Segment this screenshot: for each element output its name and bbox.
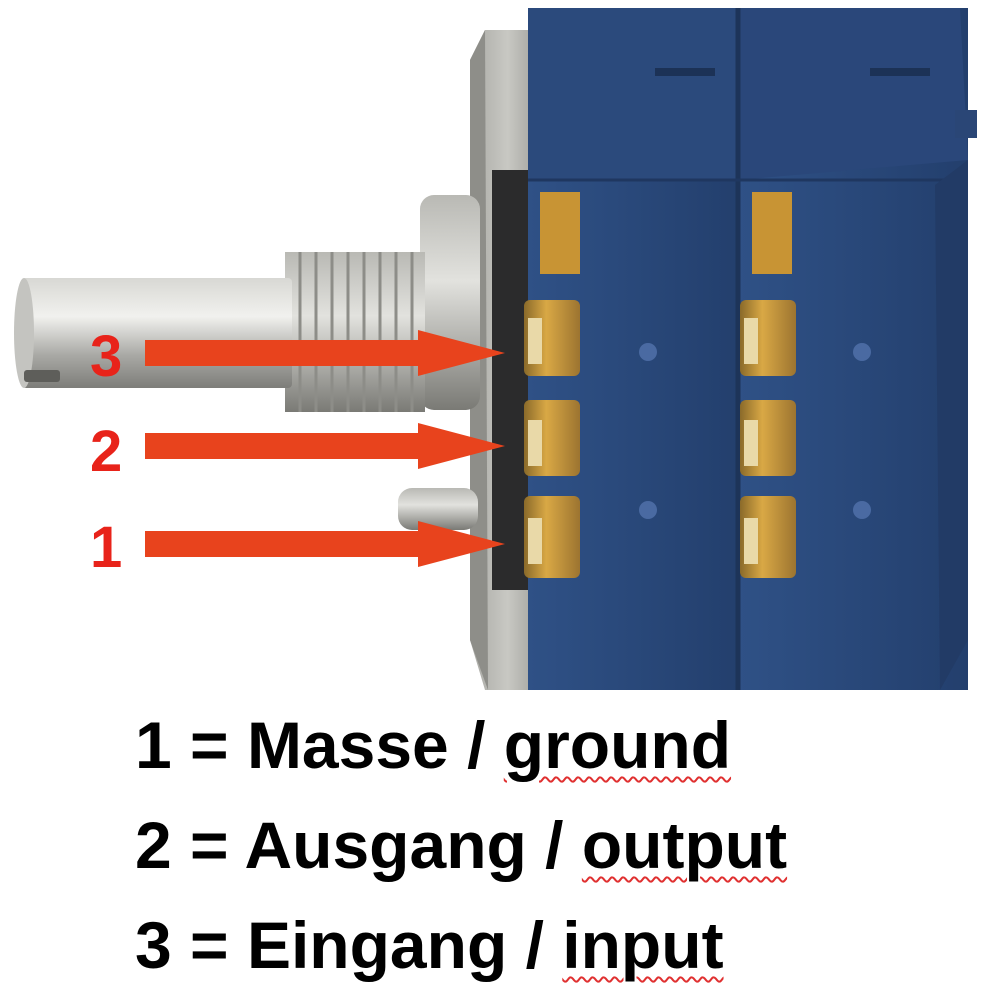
legend-english: input — [562, 908, 724, 982]
legend-english: output — [581, 808, 788, 882]
legend-line-2: 2 = Ausgang / output — [135, 812, 787, 878]
legend-separator: / — [507, 908, 563, 982]
legend-separator: / — [526, 808, 582, 882]
terminal-pins-left — [524, 192, 580, 578]
potentiometer-photo — [14, 8, 977, 690]
arrow-pin-2 — [145, 423, 505, 469]
shaft — [14, 278, 292, 388]
legend-number: 3 — [135, 908, 172, 982]
legend-equals: = — [171, 708, 247, 782]
legend-separator: / — [448, 708, 504, 782]
pin-label-3: 3 — [90, 324, 123, 389]
legend-line-3: 3 = Eingang / input — [135, 912, 724, 978]
legend-equals: = — [171, 808, 245, 882]
pin-label-1: 1 — [90, 515, 123, 580]
pin-label-2: 2 — [90, 419, 123, 484]
arrow-pin-1 — [145, 521, 505, 567]
legend-line-1: 1 = Masse / ground — [135, 712, 731, 778]
terminal-pins-right — [740, 192, 796, 578]
threaded-bushing — [285, 252, 425, 412]
legend-german: Masse — [246, 708, 449, 782]
legend-german: Ausgang — [244, 808, 527, 882]
bushing — [420, 195, 480, 410]
locating-tab — [398, 488, 478, 530]
arrow-pin-3 — [145, 330, 505, 376]
legend-number: 2 — [135, 808, 172, 882]
legend-english: ground — [503, 708, 732, 782]
legend-equals: = — [171, 908, 247, 982]
legend-number: 1 — [135, 708, 172, 782]
legend-german: Eingang — [246, 908, 508, 982]
